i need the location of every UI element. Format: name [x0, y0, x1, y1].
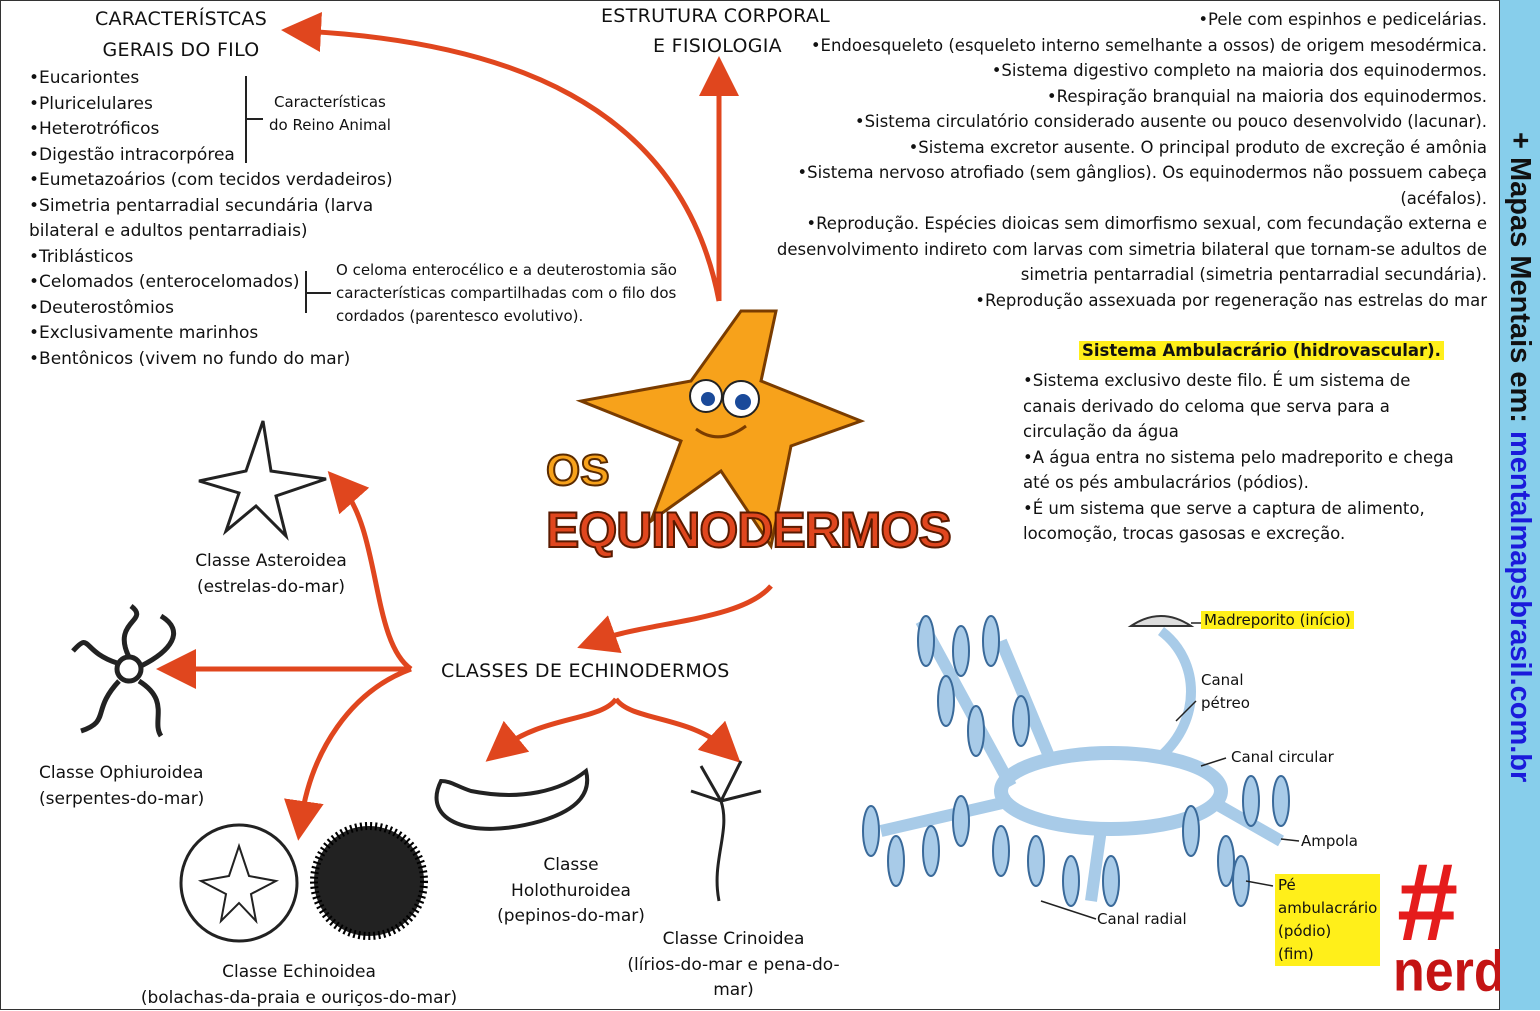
- list-item: •É um sistema que serve a captura de ali…: [1023, 496, 1454, 522]
- list-item: •Sistema circulatório considerado ausent…: [777, 109, 1487, 135]
- class-crinoidea: Classe Crinoidea(lírios-do-mar e pena-do…: [616, 927, 851, 1004]
- list-item: •Simetria pentarradial secundária (larva: [29, 194, 393, 220]
- arrow-to-holothuroidea: [501, 699, 616, 749]
- reino-note: Características do Reino Animal: [269, 91, 391, 137]
- list-item: •Sistema exclusivo deste filo. É um sist…: [1023, 368, 1454, 394]
- ophiuroidea-drawing: [73, 606, 174, 736]
- list-item: •Reprodução assexuada por regeneração na…: [777, 288, 1487, 314]
- label-line: Holothuroidea: [481, 879, 661, 905]
- label-line: (lírios-do-mar e pena-do-: [616, 953, 851, 979]
- arrow-to-echinoidea: [301, 669, 411, 821]
- label-line: (estrelas-do-mar): [171, 575, 371, 601]
- label-line: (serpentes-do-mar): [39, 787, 204, 813]
- sidebar-site-link[interactable]: mentalmapsbrasil.com.br: [1504, 431, 1536, 782]
- list-item: simetria pentarradial (simetria pentarra…: [777, 262, 1487, 288]
- label-line: pétreo: [1201, 692, 1250, 715]
- list-item: •A água entra no sistema pelo madreporit…: [1023, 445, 1454, 471]
- sand-dollar-drawing: [181, 825, 297, 941]
- arrow-to-classes: [596, 586, 771, 641]
- caracteristicas-title: CARACTERÍSTCAS GERAIS DO FILO: [61, 4, 301, 66]
- logo-text: nerd: [1393, 943, 1506, 1000]
- list-item: circulação da água: [1023, 419, 1454, 445]
- list-item: •Bentônicos (vivem no fundo do mar): [29, 347, 393, 373]
- list-item: canais derivado do celoma que serva para…: [1023, 394, 1454, 420]
- list-item: desenvolvimento indireto com larvas com …: [777, 237, 1487, 263]
- label-line: ambulacrário: [1278, 897, 1377, 920]
- label-line: Canal: [1201, 669, 1250, 692]
- label-canal-circular: Canal circular: [1231, 746, 1334, 769]
- note-line: características compartilhadas com o fil…: [336, 282, 677, 305]
- crinoid-drawing: [691, 761, 761, 901]
- note-line: O celoma enterocélico e a deuterostomia …: [336, 259, 677, 282]
- class-echinoidea: Classe Echinoidea(bolachas-da-praia e ou…: [129, 960, 469, 1011]
- label-line: Pé: [1278, 874, 1377, 897]
- mind-map: CARACTERÍSTCAS GERAIS DO FILO •Eucariont…: [0, 0, 1500, 1010]
- list-item: •Sistema nervoso atrofiado (sem gânglios…: [777, 160, 1487, 186]
- sea-urchin-drawing: [314, 826, 424, 936]
- label-line: Classe: [481, 853, 661, 879]
- label-line: Classe Asteroidea: [171, 549, 371, 575]
- label-line: Classe Echinoidea: [129, 960, 469, 986]
- class-ophiuroidea: Classe Ophiuroidea(serpentes-do-mar): [39, 761, 204, 812]
- asteroidea-drawing: [199, 421, 326, 536]
- label-line: (fim): [1278, 943, 1377, 966]
- list-item: •Endoesqueleto (esqueleto interno semelh…: [777, 33, 1487, 59]
- celoma-note: O celoma enterocélico e a deuterostomia …: [336, 259, 677, 328]
- label-line: Classe Ophiuroidea: [39, 761, 204, 787]
- label-line: mar): [616, 978, 851, 1004]
- sidebar-text: + Mapas Mentais em: mentalmapsbrasil.com…: [1503, 132, 1536, 782]
- title-line: GERAIS DO FILO: [61, 35, 301, 66]
- list-item: (acéfalos).: [777, 186, 1487, 212]
- title-line: CARACTERÍSTCAS: [61, 4, 301, 35]
- list-item: até os pés ambulacrários (pódios).: [1023, 470, 1454, 496]
- center-title: EQUINODERMOS: [546, 501, 951, 559]
- ambulacrario-list: •Sistema exclusivo deste filo. É um sist…: [1023, 368, 1454, 547]
- label-line: (bolachas-da-praia e ouriços-do-mar): [129, 986, 469, 1011]
- label-ampola: Ampola: [1301, 830, 1358, 853]
- list-item: •Reprodução. Espécies dioicas sem dimorf…: [777, 211, 1487, 237]
- note-line: Características: [269, 91, 391, 114]
- label-canal-radial: Canal radial: [1097, 908, 1187, 931]
- list-item: •Eucariontes: [29, 66, 393, 92]
- label-line: (pepinos-do-mar): [481, 904, 661, 930]
- list-item: •Respiração branquial na maioria dos equ…: [777, 84, 1487, 110]
- label-line: Classe Crinoidea: [616, 927, 851, 953]
- list-item: •Sistema digestivo completo na maioria d…: [777, 58, 1487, 84]
- ambulacrario-title: Sistema Ambulacrário (hidrovascular).: [1079, 341, 1444, 360]
- sea-cucumber-drawing: [437, 771, 588, 829]
- classes-title: CLASSES DE ECHINODERMOS: [441, 659, 730, 685]
- ambulacral-system-drawing: [863, 616, 1289, 906]
- note-line: do Reino Animal: [269, 114, 391, 137]
- list-item: locomoção, trocas gasosas e excreção.: [1023, 521, 1454, 547]
- arrow-to-crinoidea: [616, 699, 726, 749]
- sidebar-banner: + Mapas Mentais em: mentalmapsbrasil.com…: [1500, 0, 1540, 1010]
- note-line: cordados (parentesco evolutivo).: [336, 305, 677, 328]
- sidebar-prefix: + Mapas Mentais em:: [1504, 132, 1536, 431]
- label-madreporito: Madreporito (início): [1201, 611, 1354, 629]
- estrutura-list: •Pele com espinhos e pedicelárias. •Endo…: [777, 7, 1487, 313]
- label-line: (pódio): [1278, 920, 1377, 943]
- class-asteroidea: Classe Asteroidea(estrelas-do-mar): [171, 549, 371, 600]
- list-item: •Sistema excretor ausente. O principal p…: [777, 135, 1487, 161]
- list-item: •Digestão intracorpórea: [29, 143, 393, 169]
- list-item: bilateral e adultos pentarradiais): [29, 219, 393, 245]
- center-os: OS: [546, 446, 610, 496]
- list-item: •Eumetazoários (com tecidos verdadeiros): [29, 168, 393, 194]
- list-item: •Pele com espinhos e pedicelárias.: [777, 7, 1487, 33]
